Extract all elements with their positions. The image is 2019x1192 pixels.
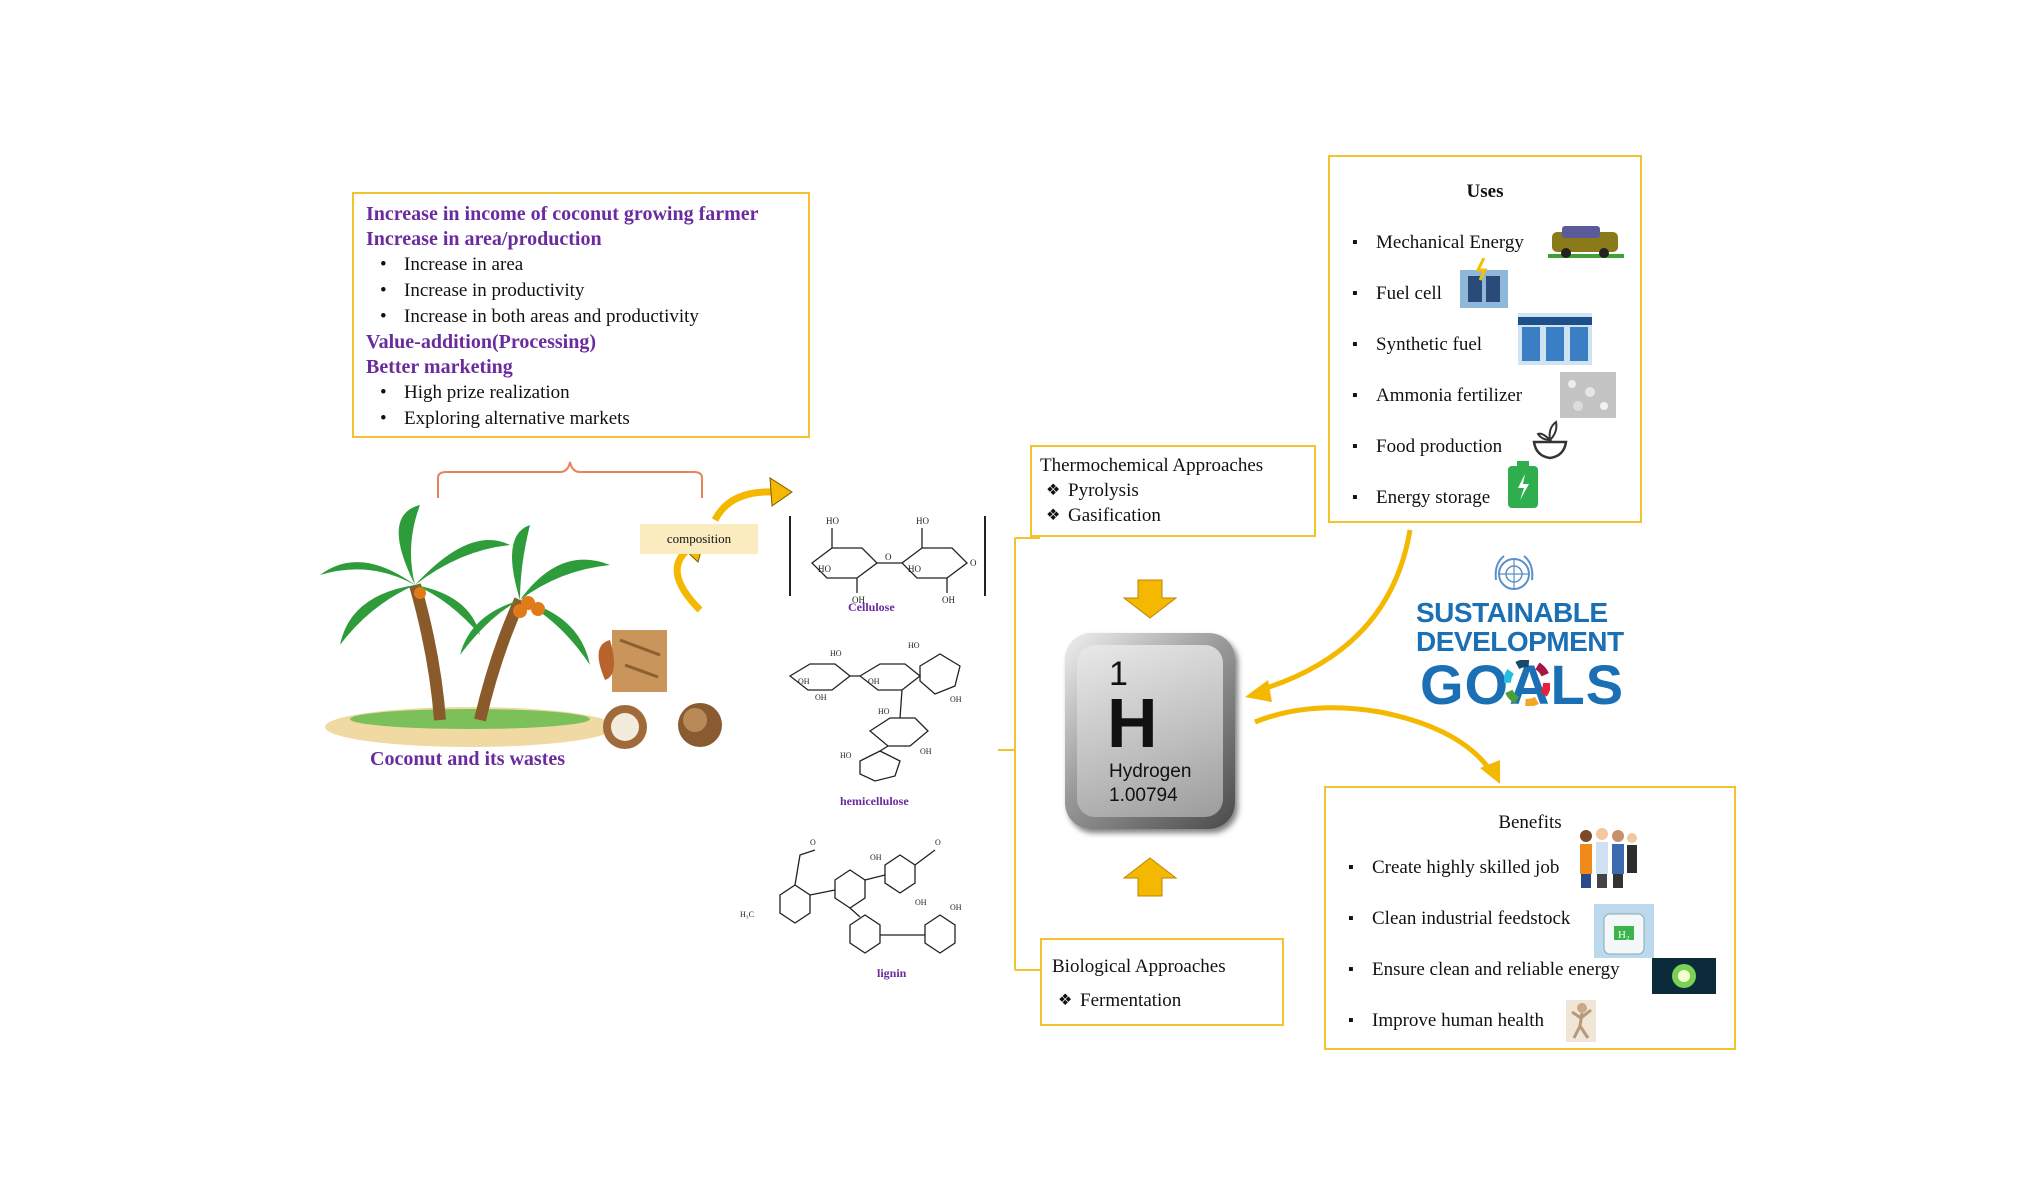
- thermochemical-box: Thermochemical Approaches Pyrolysis Gasi…: [1030, 445, 1316, 537]
- svg-text:OH: OH: [950, 903, 962, 912]
- thermochemical-title: Thermochemical Approaches: [1040, 455, 1264, 476]
- biological-title: Biological Approaches: [1052, 956, 1226, 977]
- h2-tank-icon: H₂: [1594, 904, 1654, 958]
- benefits-title: Benefits: [1498, 812, 1562, 833]
- svg-text:OH: OH: [852, 595, 865, 605]
- svg-text:OH: OH: [815, 693, 827, 702]
- fuel-cell-icon: [1460, 258, 1508, 308]
- bracket-line: [998, 537, 1040, 971]
- fermentation-item: Fermentation: [1052, 984, 1272, 1018]
- marketing-list: High prize realization Exploring alterna…: [366, 380, 796, 432]
- list-item: High prize realization: [366, 380, 796, 406]
- uses-box: Uses Mechanical Energy Fuel cell Synthet…: [1328, 155, 1642, 523]
- list-item: Improve human health: [1334, 995, 1726, 1046]
- lignin-structure: H₃C O O OH OH OH: [740, 838, 962, 954]
- list-item: Ammonia fertilizer: [1338, 370, 1632, 421]
- sdg-color-wheel-icon: [1504, 660, 1550, 706]
- svg-text:HO: HO: [840, 751, 852, 760]
- svg-text:HO: HO: [826, 516, 839, 526]
- uses-curve: [1259, 529, 1413, 693]
- svg-text:O: O: [885, 552, 892, 562]
- sdg-line1: SUSTAINABLE: [1416, 597, 1608, 628]
- uses-title: Uses: [1466, 181, 1504, 202]
- biological-box: Biological Approaches Fermentation: [1040, 938, 1284, 1026]
- list-item: Synthetic fuel: [1338, 319, 1632, 370]
- area-list: Increase in area Increase in productivit…: [366, 252, 796, 330]
- svg-text:OH: OH: [915, 898, 927, 907]
- composition-label: composition: [640, 524, 758, 554]
- value-addition-heading: Value-addition(Processing): [366, 331, 597, 353]
- list-item: Energy storage: [1338, 472, 1632, 523]
- atomic-mass: 1.00794: [1109, 785, 1178, 806]
- sdg-line2: DEVELOPMENT: [1416, 626, 1624, 657]
- list-item: Fuel cell: [1338, 268, 1632, 319]
- atomic-number: 1: [1109, 655, 1128, 693]
- svg-text:O: O: [935, 838, 941, 847]
- list-item: Increase in area: [366, 252, 796, 278]
- workers-icon: [1580, 828, 1637, 888]
- list-item: Exploring alternative markets: [366, 406, 796, 432]
- food-production-icon: [1532, 420, 1568, 460]
- down-arrow: [1122, 579, 1178, 619]
- gasification-item: Gasification: [1040, 503, 1306, 528]
- marketing-heading: Better marketing: [366, 356, 513, 378]
- svg-text:H₃C: H₃C: [740, 910, 754, 919]
- list-item: Clean industrial feedstock: [1334, 893, 1726, 944]
- svg-text:O: O: [810, 838, 816, 847]
- list-item: Increase in productivity: [366, 278, 796, 304]
- svg-text:H₂: H₂: [1618, 929, 1630, 941]
- element-symbol: H: [1107, 684, 1158, 762]
- brace: [437, 461, 703, 498]
- list-item: Increase in both areas and productivity: [366, 304, 796, 330]
- income-heading: Increase in income of coconut growing fa…: [366, 203, 759, 225]
- svg-text:O: O: [970, 558, 977, 568]
- income-box: Increase in income of coconut growing fa…: [352, 192, 810, 438]
- list-item: Create highly skilled job: [1334, 842, 1726, 893]
- area-production-heading: Increase in area/production: [366, 228, 602, 250]
- svg-text:HO: HO: [818, 564, 831, 574]
- hemicellulose-structure: OH OH OH HO OH HO HO OH HO: [788, 641, 962, 782]
- un-emblem-icon: [1494, 555, 1534, 590]
- list-item: Food production: [1338, 421, 1632, 472]
- svg-text:HO: HO: [878, 707, 890, 716]
- benefits-curve: [1254, 705, 1493, 772]
- svg-text:OH: OH: [868, 677, 880, 686]
- svg-text:OH: OH: [920, 747, 932, 756]
- svg-text:OH: OH: [950, 695, 962, 704]
- up-arrow: [1122, 857, 1178, 897]
- ammonia-fertilizer-icon: [1560, 372, 1616, 418]
- svg-text:OH: OH: [870, 853, 882, 862]
- uses-list: Mechanical Energy Fuel cell Synthetic fu…: [1338, 217, 1632, 523]
- list-item: Ensure clean and reliable energy: [1334, 944, 1726, 995]
- benefits-box: Benefits Create highly skilled job Clean…: [1324, 786, 1736, 1050]
- synthetic-fuel-icon: [1518, 313, 1592, 365]
- element-name: Hydrogen: [1109, 761, 1192, 782]
- svg-text:HO: HO: [830, 649, 842, 658]
- benefits-list: Create highly skilled job Clean industri…: [1334, 842, 1726, 1046]
- health-icon: [1566, 1000, 1596, 1042]
- energy-icon: [1652, 958, 1716, 994]
- svg-text:OH: OH: [798, 677, 810, 686]
- cellulose-label: Cellulose: [848, 600, 895, 614]
- coconut-caption: Coconut and its wastes: [370, 748, 566, 770]
- lignin-label: lignin: [877, 966, 907, 980]
- cellulose-structure: HO HO HO HO OH OH O O: [789, 516, 986, 605]
- battery-icon: [1508, 461, 1538, 508]
- list-item: Mechanical Energy: [1338, 217, 1632, 268]
- svg-text:HO: HO: [908, 564, 921, 574]
- pyrolysis-item: Pyrolysis: [1040, 478, 1306, 503]
- composition-arrow-top: [711, 488, 776, 522]
- svg-text:OH: OH: [942, 595, 955, 605]
- svg-text:HO: HO: [916, 516, 929, 526]
- car-icon: [1548, 226, 1624, 258]
- coconut-tree-illustration: [320, 505, 722, 749]
- svg-text:HO: HO: [908, 641, 920, 650]
- hydrogen-element-tile: 1 H Hydrogen 1.00794: [1065, 633, 1235, 829]
- hemicellulose-label: hemicellulose: [840, 794, 909, 808]
